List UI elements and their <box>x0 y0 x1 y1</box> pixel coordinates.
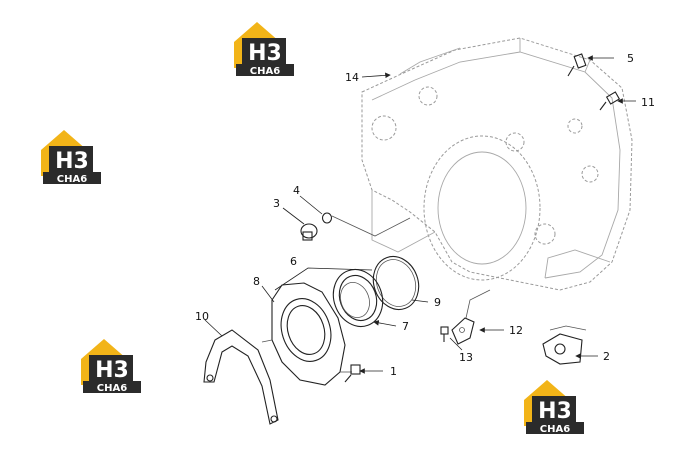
callout-9: 9 <box>434 296 441 309</box>
bolt-part-5 <box>567 53 587 77</box>
plug-centerline <box>331 215 411 237</box>
leader-9 <box>411 299 429 303</box>
logo-line2: CHA6 <box>57 174 87 185</box>
callout-12: 12 <box>509 324 523 337</box>
watermark-logo-top: H3 CHA6 <box>234 22 294 77</box>
callout-2: 2 <box>603 350 610 363</box>
leader-4 <box>299 195 323 215</box>
callout-1: 1 <box>390 365 397 378</box>
logo-line1: H3 <box>95 358 129 383</box>
cover-bracket-part-10 <box>203 329 279 425</box>
bolt-part-1 <box>344 364 361 383</box>
callout-14: 14 <box>345 71 359 84</box>
logo-line2: CHA6 <box>97 383 127 394</box>
leader-10 <box>204 319 223 337</box>
watermark-logo-left: H3 CHA6 <box>41 130 101 185</box>
leader-13 <box>449 337 463 351</box>
part-6-bracket <box>274 267 373 291</box>
callout-7: 7 <box>402 320 409 333</box>
oil-seal-part-7 <box>332 268 384 328</box>
callout-6: 6 <box>290 255 297 268</box>
bolt-part-13 <box>440 326 449 342</box>
leader-3 <box>282 207 305 225</box>
callout-5: 5 <box>627 52 634 65</box>
logo-line1: H3 <box>248 41 282 66</box>
flywheel-housing <box>361 37 633 291</box>
plug-part-11 <box>599 91 621 111</box>
leader-7 <box>373 320 397 327</box>
watermark-logo-bottom-right: H3 CHA6 <box>524 380 584 435</box>
plug-part-3 <box>300 223 318 241</box>
logo-line1: H3 <box>55 149 89 174</box>
plate-part-12 <box>451 317 475 345</box>
callout-3: 3 <box>273 197 280 210</box>
callout-13: 13 <box>459 351 473 364</box>
watermark-logo-bottom-left: H3 CHA6 <box>81 339 141 394</box>
logo-line2: CHA6 <box>250 66 280 77</box>
seal-cover-part-8 <box>261 282 352 386</box>
leader-8 <box>261 285 275 303</box>
bracket-part-2 <box>542 325 587 365</box>
callout-11: 11 <box>641 96 655 109</box>
callout-8: 8 <box>253 275 260 288</box>
leader-14 <box>361 72 391 79</box>
plate-centerline <box>465 289 491 319</box>
o-ring-part-4 <box>321 212 333 224</box>
callout-10: 10 <box>195 310 209 323</box>
callout-4: 4 <box>293 184 300 197</box>
logo-line2: CHA6 <box>540 424 570 435</box>
logo-line1: H3 <box>538 399 572 424</box>
o-ring-part-9 <box>372 255 420 311</box>
